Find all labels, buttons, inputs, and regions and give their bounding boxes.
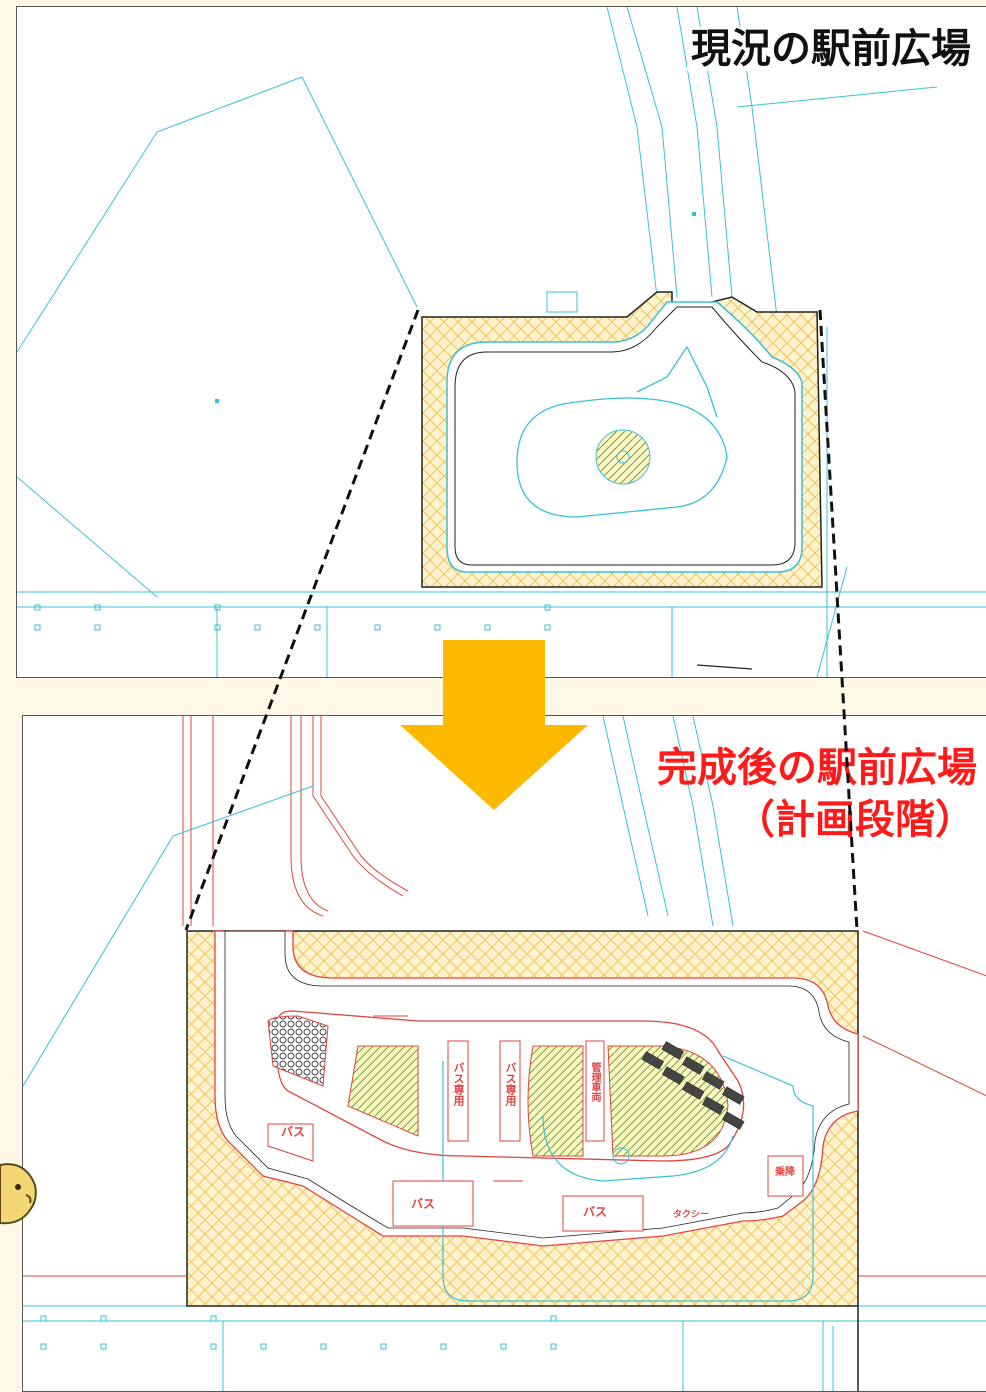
current-plaza-title: 現況の駅前広場 bbox=[687, 27, 975, 71]
management-bay-label: 管理車両 bbox=[589, 1062, 600, 1102]
taxi-marking: タクシー bbox=[673, 1210, 710, 1220]
bus-bay-label-1: バス専用 bbox=[452, 1062, 465, 1106]
current-plaza-drawing bbox=[17, 7, 986, 677]
planned-stage-note: （計画段階） bbox=[735, 797, 975, 843]
planned-plaza-title: 完成後の駅前広場 bbox=[657, 745, 977, 791]
planned-plaza-drawing bbox=[23, 716, 986, 1391]
bus-marking-1: バス bbox=[281, 1125, 306, 1139]
bus-bay-label-2: バス専用 bbox=[504, 1062, 517, 1106]
planned-plaza-map: バス専用 バス専用 管理車両 バス バス バス タクシー 乗降 完成後の駅前広場… bbox=[22, 715, 986, 1392]
misc-marking: 乗降 bbox=[775, 1167, 795, 1178]
mascot-icon bbox=[0, 1163, 37, 1225]
bus-marking-3: バス bbox=[583, 1205, 608, 1219]
current-plaza-map: 現況の駅前広場 bbox=[16, 6, 986, 678]
bus-marking-2: バス bbox=[411, 1197, 436, 1211]
